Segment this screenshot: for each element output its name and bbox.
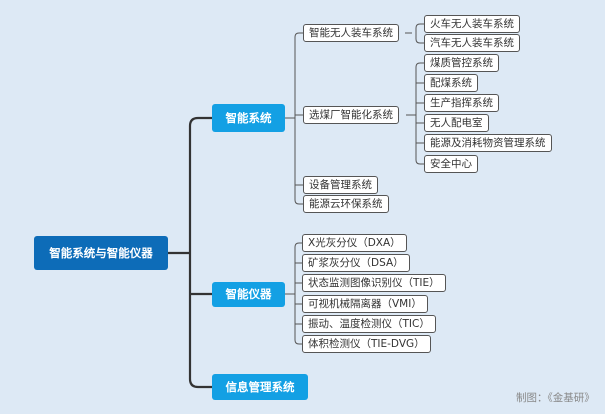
node-dxa[interactable]: X光灰分仪（DXA） [302,234,407,252]
node-unmanned-substation[interactable]: 无人配电室 [424,114,489,132]
node-production-command[interactable]: 生产指挥系统 [424,94,499,112]
node-unmanned-loading[interactable]: 智能无人装车系统 [303,24,399,42]
node-safety-center[interactable]: 安全中心 [424,155,478,173]
node-energy-cloud[interactable]: 能源云环保系统 [303,195,389,213]
node-coal-plant-intelligence[interactable]: 选煤厂智能化系统 [303,106,399,124]
node-coal-quality[interactable]: 煤质管控系统 [424,54,499,72]
node-energy-materials[interactable]: 能源及消耗物资管理系统 [424,134,552,152]
node-info-management[interactable]: 信息管理系统 [212,374,308,400]
node-intelligent-instruments[interactable]: 智能仪器 [212,282,285,307]
node-truck-loading[interactable]: 汽车无人装车系统 [424,34,520,52]
node-coal-blending[interactable]: 配煤系统 [424,74,478,92]
node-tie[interactable]: 状态监测图像识别仪（TIE） [302,274,446,292]
node-vmi[interactable]: 可视机械隔离器（VMI） [302,295,428,313]
node-equipment-management[interactable]: 设备管理系统 [303,176,378,194]
node-intelligent-systems[interactable]: 智能系统 [212,104,285,132]
node-tie-dvg[interactable]: 体积检测仪（TIE-DVG） [302,335,431,353]
source-footer: 制图：《金基研》 [516,392,595,404]
root-node[interactable]: 智能系统与智能仪器 [34,236,168,270]
node-train-loading[interactable]: 火车无人装车系统 [424,15,520,33]
node-tic[interactable]: 振动、温度检测仪（TIC） [302,315,436,333]
node-dsa[interactable]: 矿浆灰分仪（DSA） [302,254,410,272]
